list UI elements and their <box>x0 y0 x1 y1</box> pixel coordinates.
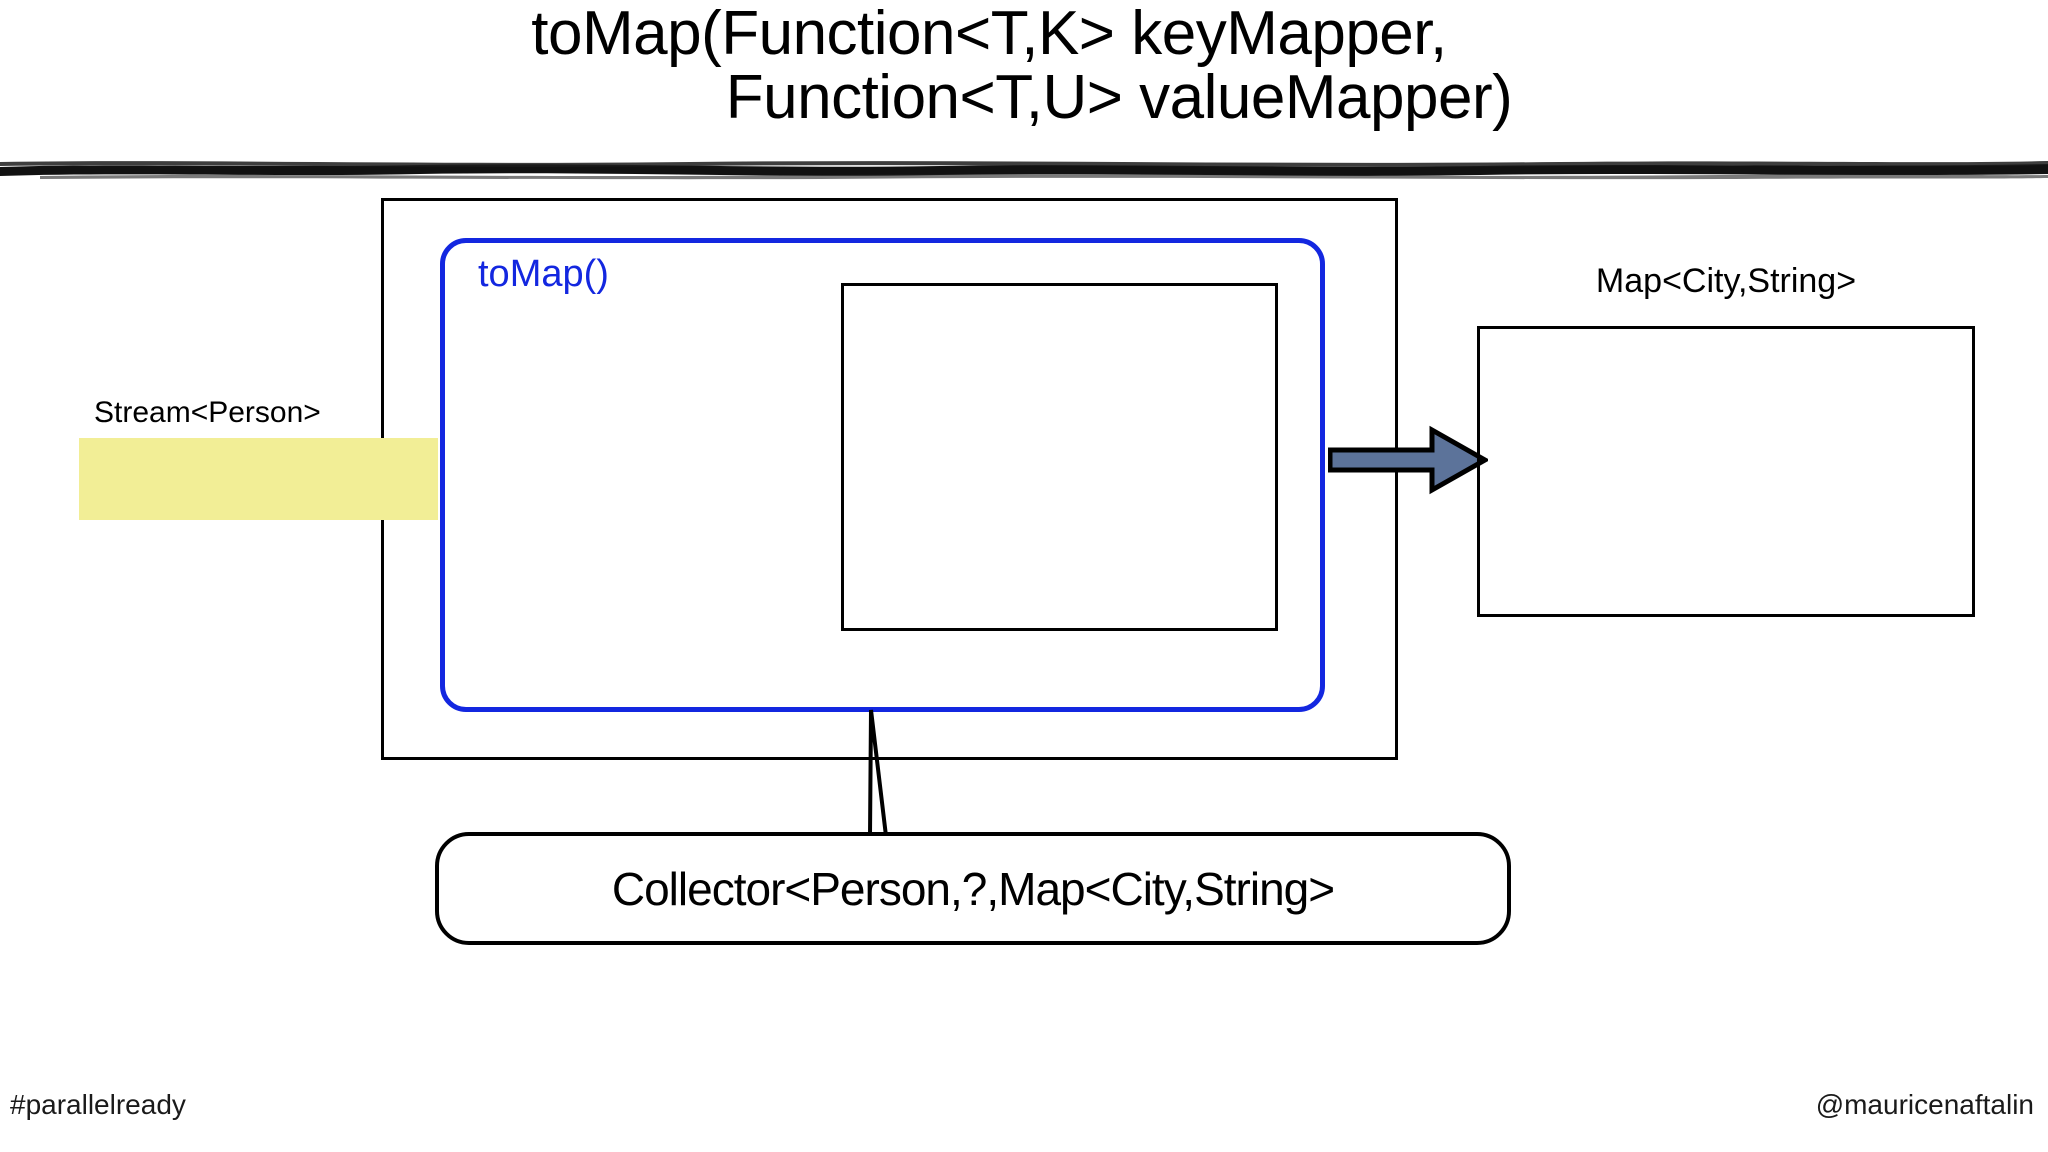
brush-divider <box>0 161 2048 180</box>
callout-box: Collector<Person,?,Map<City,String> <box>435 832 1511 945</box>
callout-tail <box>868 709 888 837</box>
output-map-label: Map<City,String> <box>1595 262 1857 300</box>
footer-hashtag: #parallelready <box>10 1089 186 1120</box>
stream-input-bar <box>79 438 438 520</box>
inner-accumulator-box <box>841 283 1278 631</box>
output-map-box <box>1477 326 1975 617</box>
stream-input-label: Stream<Person> <box>94 396 321 429</box>
title-line-2: Function<T,U> valueMapper) <box>725 62 1513 132</box>
right-arrow-icon <box>1328 425 1488 495</box>
footer-handle: @mauricenaftalin <box>1815 1089 2034 1120</box>
collector-box <box>440 238 1325 712</box>
callout-text: Collector<Person,?,Map<City,String> <box>611 862 1335 915</box>
title-line-1: toMap(Function<T,K> keyMapper, <box>531 0 1447 68</box>
page-title: toMap(Function<T,K> keyMapper, Function<… <box>0 2 2048 130</box>
collector-label: toMap() <box>478 253 609 295</box>
